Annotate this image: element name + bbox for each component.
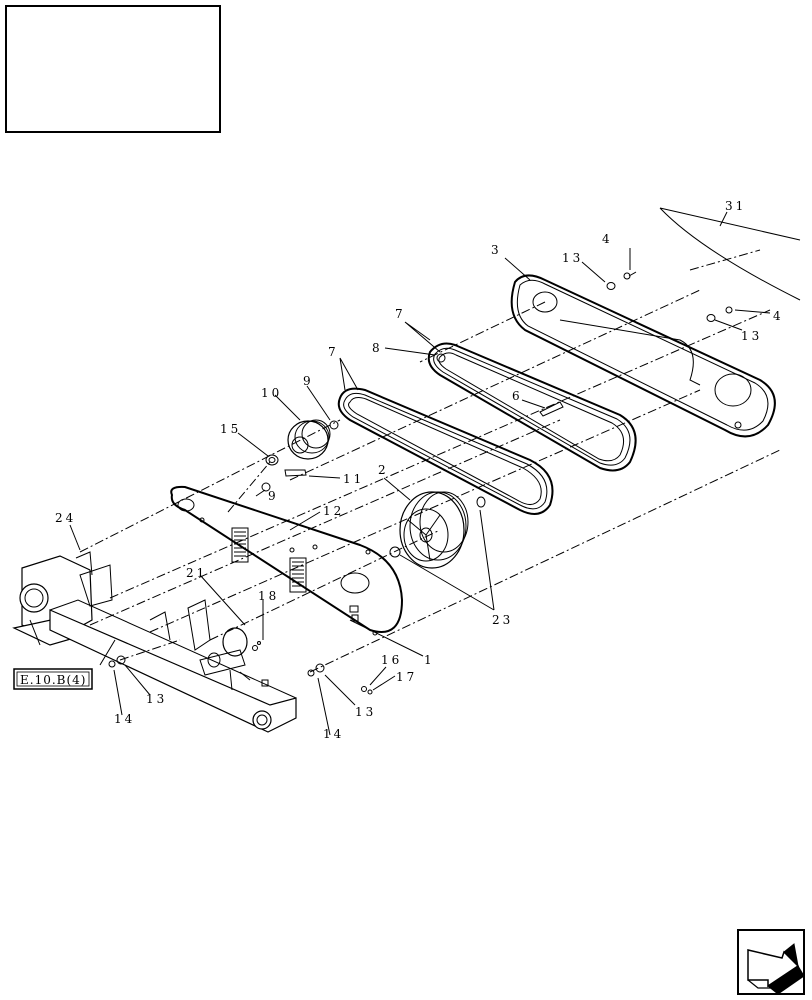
callout-31: 31 xyxy=(725,199,746,213)
callout-4-top: 4 xyxy=(602,232,613,246)
callout-9-lower: 9 xyxy=(268,489,279,503)
callout-17: 17 xyxy=(396,670,417,684)
hardware-nuts-bolts xyxy=(108,271,733,695)
drive-pulley-2 xyxy=(399,491,469,569)
callout-18: 18 xyxy=(258,589,279,603)
gearbox-frame-assembly xyxy=(12,551,297,733)
leader-lines xyxy=(69,211,771,736)
callout-1: 1 xyxy=(424,653,435,667)
shaft-6 xyxy=(539,401,564,417)
idler-pulley-10 xyxy=(287,419,331,460)
bearing-15 xyxy=(265,454,279,466)
callout-12: 12 xyxy=(323,504,344,518)
next-page-arrow-icon[interactable] xyxy=(737,929,805,995)
callout-13-top: 13 xyxy=(562,251,583,265)
callout-24: 24 xyxy=(55,511,76,525)
washer-9-upper xyxy=(329,420,339,430)
washer-9-lower xyxy=(261,482,271,492)
callout-14-right: 14 xyxy=(323,727,344,741)
callout-13-bottom-left: 13 xyxy=(146,692,167,706)
callout-3: 3 xyxy=(491,243,502,257)
callout-21: 21 xyxy=(186,566,207,580)
v-belt-7-front xyxy=(337,387,554,515)
callout-7-front: 7 xyxy=(328,345,339,359)
drive-plate-1 xyxy=(170,485,404,636)
belt-cover-3 xyxy=(510,274,776,438)
alignment-lines xyxy=(79,249,781,673)
callout-15: 15 xyxy=(220,422,241,436)
callout-labels: 31 3 13 4 4 13 7 8 7 6 9 10 15 11 9 2 12… xyxy=(55,199,784,741)
callout-13-right: 13 xyxy=(741,329,762,343)
reference-label: E.10.B(4) xyxy=(20,673,86,687)
shaft-11 xyxy=(284,469,307,477)
callout-14-left: 14 xyxy=(114,712,135,726)
callout-2: 2 xyxy=(378,463,389,477)
reference-tag[interactable]: E.10.B(4) xyxy=(13,668,93,690)
guard-panel-31 xyxy=(659,207,801,301)
title-block xyxy=(5,5,221,133)
washer-23-b xyxy=(389,546,401,558)
washer-23-a xyxy=(476,496,486,508)
callout-8: 8 xyxy=(372,341,383,355)
callout-16: 16 xyxy=(381,653,402,667)
callout-10: 10 xyxy=(261,386,282,400)
shaft-8 xyxy=(436,353,446,363)
callout-11: 11 xyxy=(343,472,364,486)
callout-13-bottom-right: 13 xyxy=(355,705,376,719)
callout-7-rear: 7 xyxy=(395,307,406,321)
callout-6: 6 xyxy=(512,389,523,403)
callout-23: 23 xyxy=(492,613,513,627)
v-belt-7-rear xyxy=(427,342,637,472)
callout-4-right: 4 xyxy=(773,309,784,323)
callout-9-upper: 9 xyxy=(303,374,314,388)
